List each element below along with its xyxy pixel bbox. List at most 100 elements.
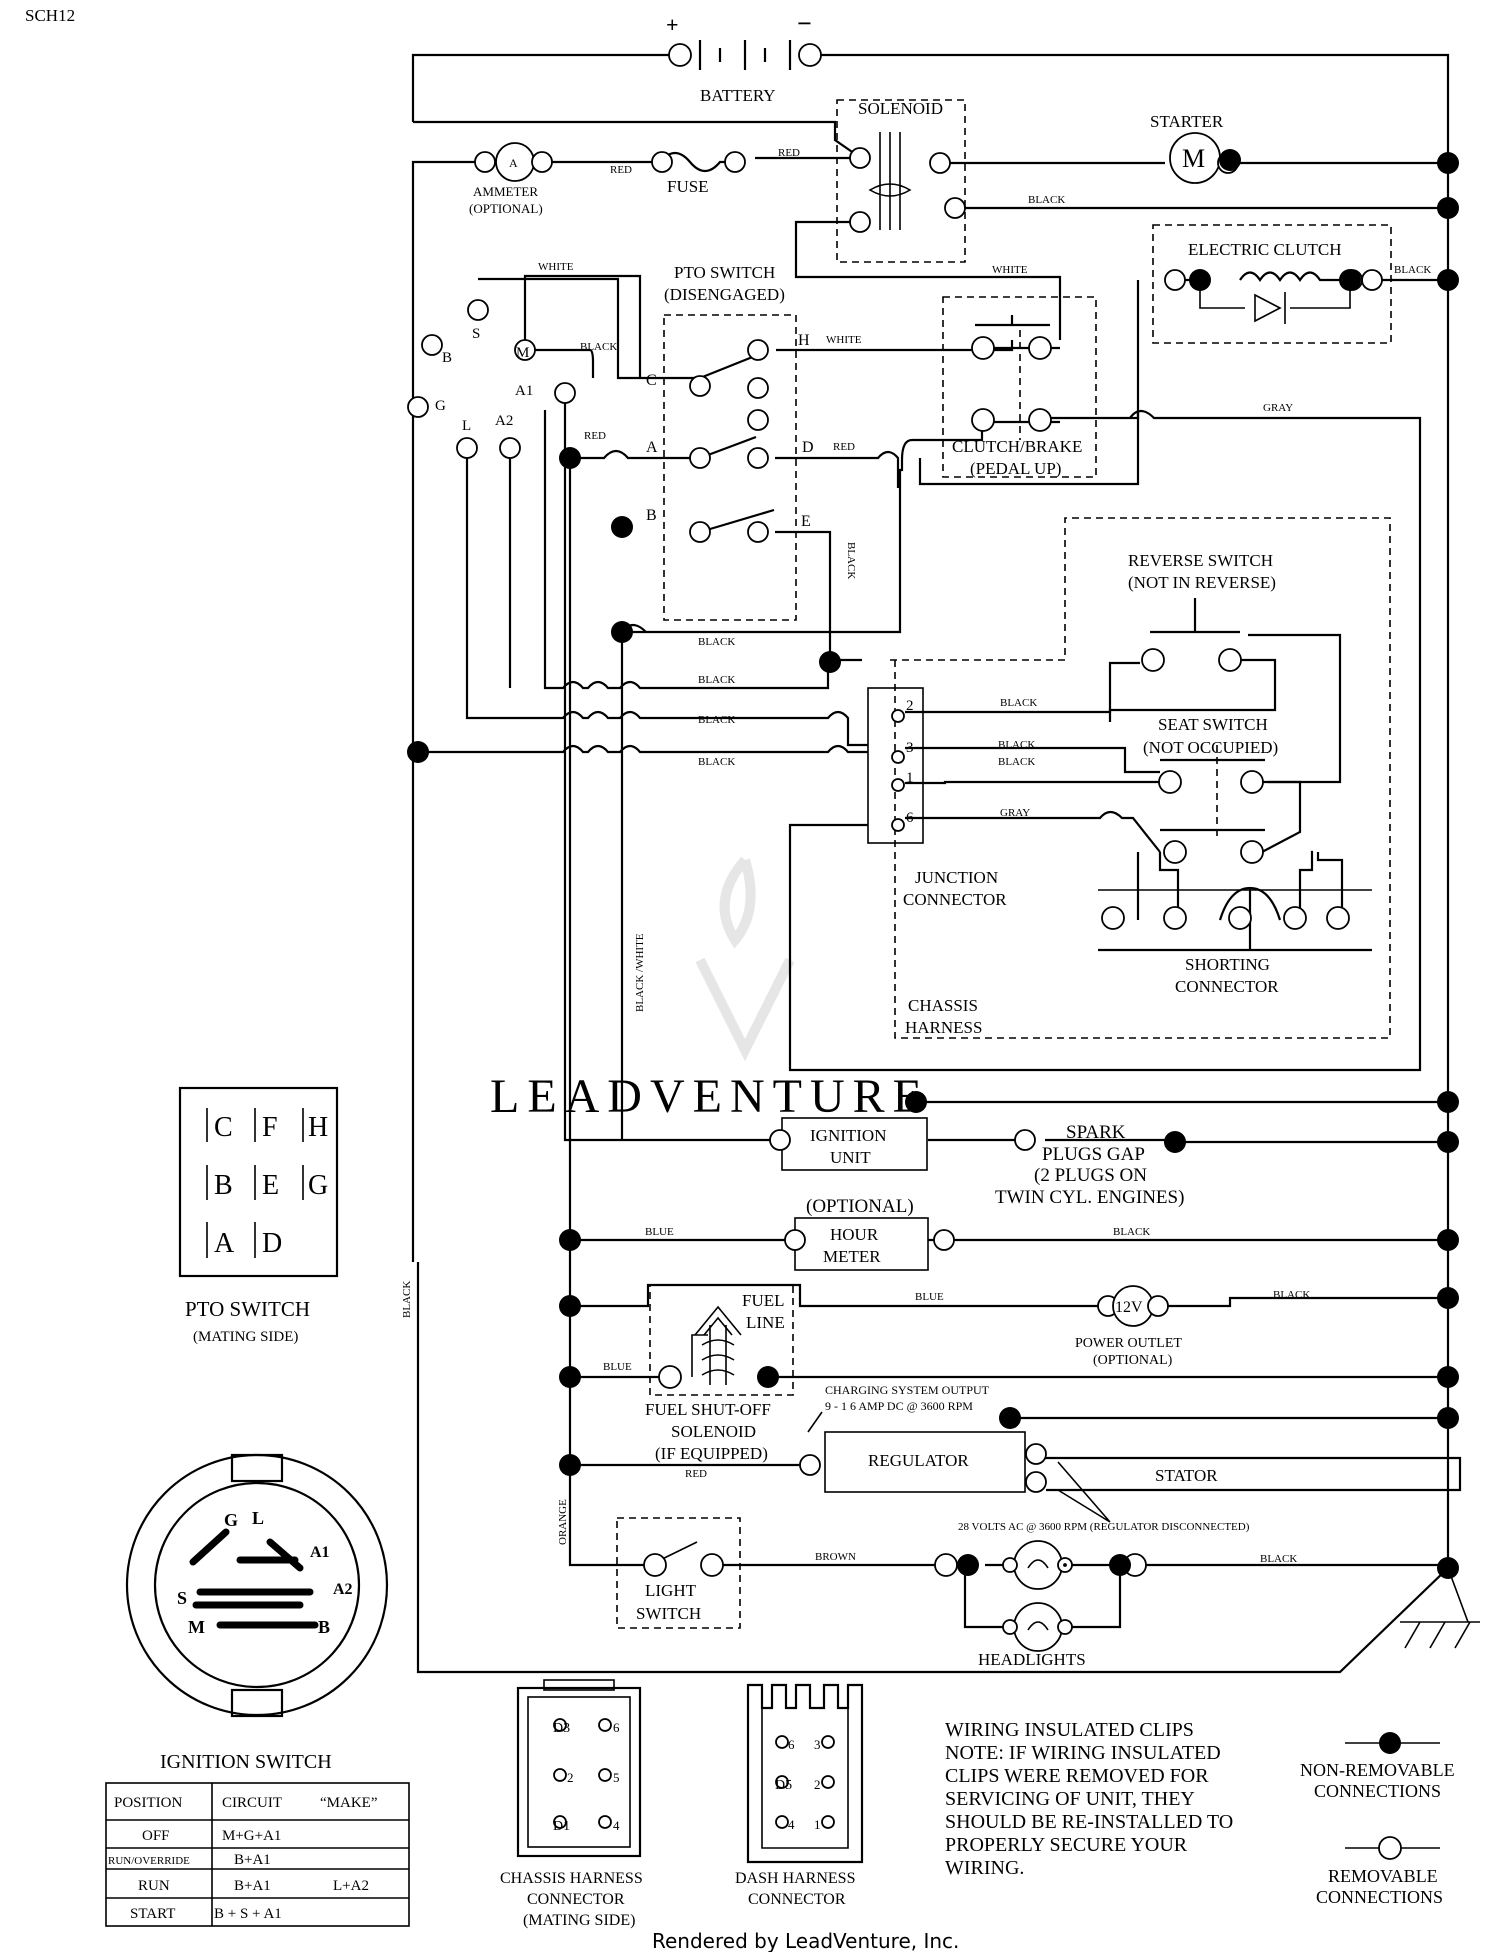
light-switch: LIGHT SWITCH	[636, 1553, 724, 1623]
light-switch-label-1: LIGHT	[645, 1581, 697, 1600]
jc-pin-3: 3	[906, 740, 914, 756]
wire-blue-1: BLUE	[645, 1226, 674, 1238]
junction-connector: 2 3 1 6 JUNCTION CONNECTOR CHASSIS HARNE…	[867, 687, 1007, 1037]
ignition-switch-face: G L A1 A2 S M B IGNITION SWITCH	[125, 1453, 389, 1773]
spark-label-3: (2 PLUGS ON	[1034, 1165, 1147, 1186]
starter-symbol: M	[1182, 144, 1205, 173]
wire-white-2: WHITE	[992, 264, 1028, 276]
ign-table-header-make: “MAKE”	[320, 1795, 377, 1811]
legend: NON-REMOVABLE CONNECTIONS REMOVABLE CONN…	[1300, 1732, 1455, 1907]
ignition-table: POSITION CIRCUIT “MAKE” OFF M+G+A1 RUN/O…	[105, 1782, 410, 1927]
seat-switch: SEAT SWITCH (NOT OCCUPIED)	[1143, 715, 1278, 864]
pto-switch-state: (DISENGAGED)	[664, 285, 785, 304]
dash-conn-title-1: DASH HARNESS	[735, 1870, 855, 1887]
ignition-unit: IGNITION UNIT SPARK PLUGS GAP (2 PLUGS O…	[769, 1117, 1184, 1208]
electric-clutch: ELECTRIC CLUTCH	[1164, 240, 1383, 291]
wire-black-8: BLACK	[698, 756, 735, 768]
clips-note-line-5: PROPERLY SECURE YOUR	[945, 1834, 1188, 1856]
nonremovable-connection-markers	[407, 149, 1459, 1579]
headlights: HEADLIGHTS	[934, 1540, 1147, 1669]
clips-note-title: WIRING INSULATED CLIPS	[945, 1719, 1194, 1741]
pto-switch: PTO SWITCH (DISENGAGED) C H A D B E	[646, 263, 814, 543]
ign-terminal-l: L	[462, 418, 471, 434]
wire-black-2: BLACK	[1394, 264, 1431, 276]
pto-terminal-h: H	[798, 332, 810, 349]
ammeter: A AMMETER (OPTIONAL)	[469, 142, 553, 216]
ign-table-row-3-circuit: B + S + A1	[214, 1906, 282, 1922]
wire-red-5: RED	[685, 1468, 707, 1480]
ign-face-m: M	[188, 1617, 205, 1637]
chassis-conn-title-1: CHASSIS HARNESS	[500, 1870, 643, 1887]
hour-meter-label-1: HOUR	[830, 1225, 879, 1244]
fuel-solenoid-label-2: SOLENOID	[671, 1422, 756, 1441]
pto-pin-c: C	[214, 1112, 233, 1143]
fuel-solenoid-label-3: (IF EQUIPPED)	[655, 1444, 768, 1463]
clips-note-line-3: SERVICING OF UNIT, THEY	[945, 1788, 1195, 1810]
jc-pin-6: 6	[906, 810, 914, 826]
charging-output-1: CHARGING SYSTEM OUTPUT	[825, 1383, 990, 1397]
legend-removable-1: REMOVABLE	[1328, 1866, 1438, 1886]
power-outlet: 12V POWER OUTLET (OPTIONAL)	[1075, 1285, 1182, 1368]
wire-gray-1: GRAY	[1263, 402, 1293, 414]
pto-terminal-d: D	[802, 439, 814, 456]
chassis-pin-d1: D1	[553, 1819, 570, 1834]
ignition-switch-title: IGNITION SWITCH	[160, 1751, 332, 1773]
hour-meter-label-2: METER	[823, 1247, 881, 1266]
stator-note: 28 VOLTS AC @ 3600 RPM (REGULATOR DISCON…	[958, 1521, 1250, 1533]
ammeter-label: AMMETER	[473, 184, 538, 199]
clips-note-line-4: SHOULD BE RE-INSTALLED TO	[945, 1811, 1233, 1833]
pto-pin-h: H	[308, 1112, 328, 1143]
clips-note: WIRING INSULATED CLIPS NOTE: IF WIRING I…	[945, 1719, 1233, 1879]
ign-table-row-0-circuit: M+G+A1	[222, 1828, 281, 1844]
wire-black-14: BLACK	[1273, 1289, 1310, 1301]
dash-pin-4: 4	[788, 1817, 795, 1832]
dashed-enclosures	[616, 99, 1392, 1629]
ign-face-s: S	[177, 1588, 187, 1608]
wire-brown: BROWN	[815, 1551, 856, 1563]
ign-face-a1: A1	[310, 1544, 330, 1561]
chassis-harness-label-2: HARNESS	[905, 1018, 982, 1037]
ignition-terminals: S M B A1 G L A2	[407, 299, 576, 459]
power-outlet-voltage: 12V	[1115, 1299, 1143, 1316]
battery-positive-sign: +	[666, 12, 679, 37]
wire-black-6: BLACK	[698, 674, 735, 686]
solenoid-label: SOLENOID	[858, 99, 943, 118]
fuel-solenoid: FUEL LINE FUEL SHUT-OFF SOLENOID (IF EQU…	[645, 1291, 785, 1463]
ign-table-header-position: POSITION	[114, 1795, 183, 1811]
battery-negative-sign: −	[797, 9, 812, 38]
ignition-unit-label-2: UNIT	[830, 1148, 871, 1167]
reverse-switch-state: (NOT IN REVERSE)	[1128, 573, 1276, 592]
dash-pin-d5: D5	[775, 1778, 792, 1793]
seat-switch-state: (NOT OCCUPIED)	[1143, 738, 1278, 757]
ign-table-row-2-extra: L+A2	[333, 1878, 369, 1894]
reverse-switch-label: REVERSE SWITCH	[1128, 551, 1273, 570]
ign-face-g: G	[224, 1510, 238, 1530]
chassis-pin-d3: D3	[553, 1721, 570, 1736]
pto-pin-f: F	[262, 1112, 278, 1143]
clips-note-line-2: CLIPS WERE REMOVED FOR	[945, 1765, 1209, 1787]
wire-orange: ORANGE	[557, 1499, 569, 1545]
chassis-pin-6: 6	[613, 1720, 620, 1735]
ign-table-row-1-circuit: B+A1	[234, 1852, 271, 1868]
headlights-label: HEADLIGHTS	[978, 1650, 1086, 1669]
wire-black-4: BLACK	[845, 542, 857, 579]
ign-table-row-1-position: RUN/OVERRIDE	[108, 1855, 190, 1867]
pto-pin-g: G	[308, 1170, 328, 1201]
charging-output-2: 9 - 1 6 AMP DC @ 3600 RPM	[825, 1399, 973, 1413]
ign-terminal-s: S	[472, 326, 480, 342]
junction-label-2: CONNECTOR	[903, 890, 1007, 909]
watermark: LEADVENTURE	[490, 1070, 930, 1123]
dash-harness-connector: 6 3 D5 2 4 1 DASH HARNESS CONNECTOR	[735, 1683, 864, 1908]
chassis-pin-5: 5	[613, 1770, 620, 1785]
ign-terminal-a1: A1	[515, 383, 533, 399]
fuse-label: FUSE	[667, 177, 709, 196]
fuel-solenoid-label-1: FUEL SHUT-OFF	[645, 1400, 771, 1419]
light-switch-label-2: SWITCH	[636, 1604, 701, 1623]
wire-white-3: WHITE	[826, 334, 862, 346]
wire-black-3: BLACK	[580, 341, 617, 353]
wire-black-15: BLACK	[1260, 1553, 1297, 1565]
pto-pin-d: D	[262, 1228, 282, 1259]
wire-red-4: RED	[833, 441, 855, 453]
wire-black-10: BLACK	[998, 739, 1035, 751]
